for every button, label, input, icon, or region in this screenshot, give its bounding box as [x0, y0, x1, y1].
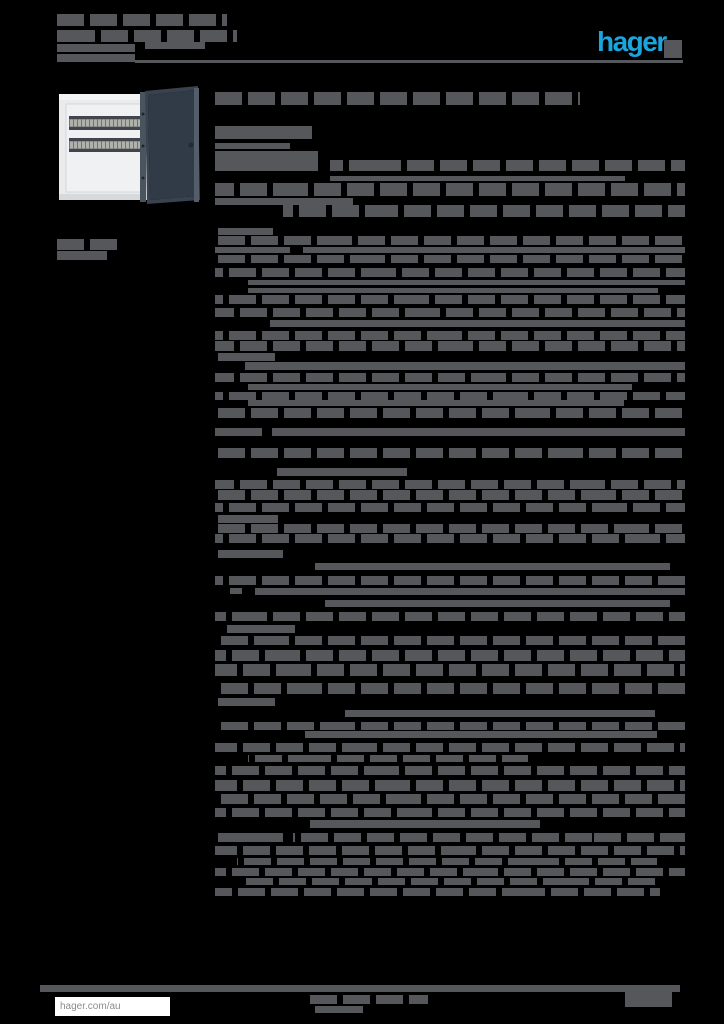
redacted-text-line [305, 731, 657, 738]
redacted-text-line [310, 820, 540, 828]
redacted-text-line [215, 490, 685, 500]
header-rule [135, 60, 683, 63]
redacted-text-line [215, 636, 685, 645]
redacted-text-line [245, 362, 685, 370]
redacted-text-line [215, 183, 685, 196]
redacted-text-line [215, 308, 685, 317]
redacted-text-line [215, 92, 580, 105]
website-link[interactable]: hager.com/au [55, 997, 170, 1016]
redacted-text-line [330, 160, 685, 171]
redacted-text-line [215, 534, 685, 543]
redacted-text-line [330, 176, 625, 181]
product-image [57, 86, 202, 208]
redacted-text-line [215, 198, 353, 205]
redacted-text-line [215, 794, 685, 804]
left-margin-label-redacted [57, 0, 724, 1024]
redacted-text-line [283, 205, 685, 217]
redacted-text-line [310, 995, 428, 1004]
redacted-text-line [215, 295, 685, 304]
redacted-text-line [215, 503, 685, 512]
redacted-text-line [215, 743, 685, 752]
footer-page-badge [625, 992, 672, 1007]
redacted-text-line [215, 143, 290, 149]
redacted-text-line [215, 428, 262, 436]
redacted-text-line [218, 353, 275, 361]
redacted-text-line [270, 320, 685, 327]
redacted-text-line [215, 392, 685, 400]
footer-rule [40, 985, 680, 992]
redacted-text-line [215, 236, 685, 245]
redacted-text-line [215, 408, 685, 418]
redacted-text-line [215, 664, 685, 676]
redacted-text-line [325, 600, 670, 607]
redacted-text-line [57, 14, 227, 26]
door-outer-edge [194, 88, 199, 202]
redacted-text-line [218, 515, 278, 523]
content-column-redacted [215, 0, 724, 1024]
redacted-text-line [215, 722, 685, 730]
redacted-text-line [215, 612, 685, 621]
redacted-text-line [215, 151, 318, 171]
redacted-text-line [248, 755, 528, 762]
redacted-text-line [237, 858, 657, 865]
redacted-text-line [215, 766, 685, 775]
redacted-text-line [57, 54, 135, 62]
redacted-text-line [215, 331, 685, 340]
redacted-text-line [215, 247, 290, 253]
redacted-text-line [255, 588, 685, 595]
footer-center-redacted [310, 0, 724, 1024]
din-rail-row-2 [69, 138, 143, 152]
redacted-text-line [315, 1006, 363, 1013]
document-title-redacted [57, 0, 724, 1024]
redacted-text-line [57, 30, 237, 42]
redacted-text-line [293, 833, 685, 842]
redacted-text-line [230, 588, 242, 594]
redacted-text-line [303, 247, 685, 253]
door-knob [188, 142, 194, 148]
redacted-text-line [248, 288, 658, 293]
redacted-text-line [218, 550, 283, 558]
redacted-text-line [57, 44, 135, 52]
redacted-text-line [345, 710, 655, 717]
redacted-text-line [57, 251, 107, 260]
redacted-text-line [218, 833, 283, 842]
enclosure-illustration [59, 86, 200, 204]
redacted-text-line [215, 683, 685, 694]
redacted-text-line [215, 888, 660, 896]
redacted-text-line [248, 400, 624, 406]
redacted-text-line [272, 428, 685, 436]
redacted-text-line [277, 468, 407, 476]
redacted-text-line [215, 126, 312, 139]
redacted-text-line [215, 650, 685, 661]
redacted-text-line [215, 373, 685, 382]
redacted-text-line [215, 780, 685, 791]
hager-logo: hager [597, 26, 667, 57]
redacted-text-line [227, 625, 295, 633]
redacted-text-line [315, 563, 670, 570]
redacted-text-line [248, 280, 685, 285]
din-rail-row-1 [69, 116, 143, 130]
redacted-text-line [215, 268, 685, 277]
logo-mark-icon [664, 40, 682, 58]
redacted-text-line [215, 524, 685, 533]
redacted-text-line [215, 448, 685, 458]
redacted-text-line [215, 846, 685, 855]
redacted-text-line [145, 42, 205, 49]
redacted-text-line [240, 878, 655, 885]
redacted-text-line [215, 480, 685, 489]
redacted-text-line [215, 808, 685, 817]
redacted-text-line [218, 228, 273, 235]
redacted-text-line [248, 384, 632, 390]
redacted-text-line [215, 255, 685, 263]
redacted-text-line [215, 341, 685, 351]
redacted-text-line [215, 868, 685, 876]
redacted-text-line [57, 239, 123, 250]
redacted-text-line [215, 576, 685, 585]
redacted-text-line [218, 698, 275, 706]
